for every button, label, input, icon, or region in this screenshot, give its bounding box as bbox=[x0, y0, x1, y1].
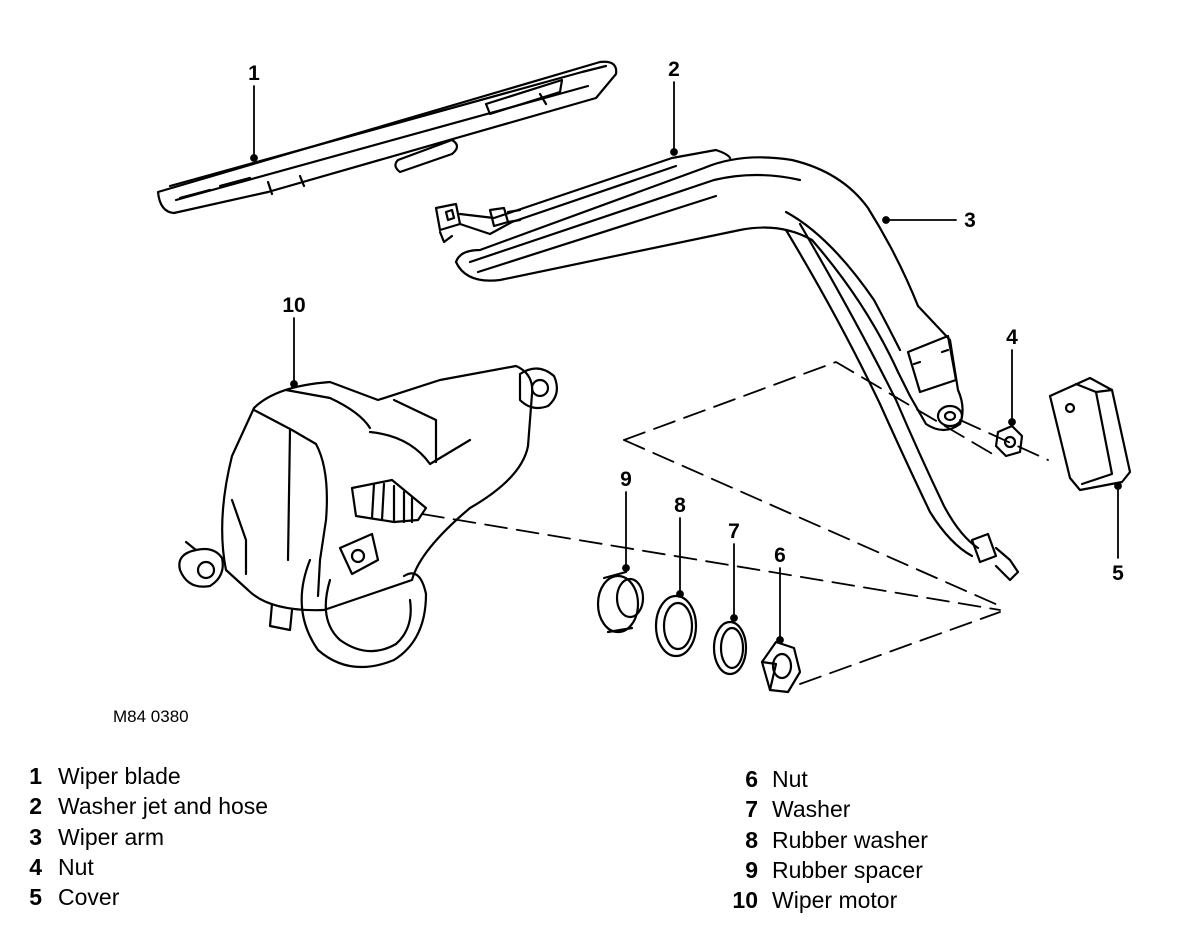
legend-left: 1 Wiper blade 2 Washer jet and hose 3 Wiper… bbox=[22, 761, 268, 912]
rubber-spacer-part bbox=[596, 570, 645, 634]
legend-item: 9 Rubber spacer bbox=[730, 855, 928, 885]
legend-number: 5 bbox=[29, 884, 42, 911]
legend-item: 3 Wiper arm bbox=[22, 822, 268, 852]
callout-5: 5 bbox=[1112, 562, 1124, 585]
legend-item: 6 Nut bbox=[730, 764, 928, 794]
legend-item: 10 Wiper motor bbox=[730, 885, 928, 915]
legend-right: 6 Nut 7 Washer 8 Rubber washer 9 Rubber spac… bbox=[730, 764, 928, 915]
legend-label: Wiper blade bbox=[58, 763, 181, 789]
legend-number: 1 bbox=[29, 763, 42, 789]
legend-number: 7 bbox=[745, 796, 758, 823]
legend-label: Wiper arm bbox=[58, 823, 165, 850]
cover-part bbox=[1048, 376, 1132, 492]
legend-label: Washer bbox=[772, 796, 851, 823]
legend-label: Nut bbox=[772, 766, 808, 792]
callout-7: 7 bbox=[728, 520, 740, 543]
legend-item: 4 Nut bbox=[22, 852, 268, 882]
callout-6: 6 bbox=[774, 544, 786, 567]
legend-number: 9 bbox=[745, 856, 758, 883]
figure-reference: M84 0380 bbox=[113, 707, 189, 726]
legend-label: Cover bbox=[58, 884, 120, 911]
washer-jet-part bbox=[434, 148, 732, 244]
legend-item: 8 Rubber washer bbox=[730, 825, 928, 855]
legend-label: Washer jet and hose bbox=[58, 793, 269, 820]
wiper-motor-part bbox=[178, 364, 559, 669]
legend-item: 1 Wiper blade bbox=[22, 761, 268, 791]
legend-item: 2 Washer jet and hose bbox=[22, 791, 268, 821]
legend-item: 5 Cover bbox=[22, 882, 268, 912]
callout-4: 4 bbox=[1006, 326, 1018, 349]
callout-8: 8 bbox=[674, 494, 686, 517]
legend-number: 4 bbox=[29, 853, 42, 880]
wiper-blade-part bbox=[156, 60, 618, 215]
legend-label: Wiper motor bbox=[772, 887, 898, 914]
callout-10: 10 bbox=[282, 294, 305, 317]
wiper-arm-part bbox=[454, 156, 1020, 582]
washer-7-part bbox=[712, 620, 748, 676]
callout-1: 1 bbox=[248, 62, 260, 85]
legend-number: 3 bbox=[29, 823, 42, 850]
callout-9: 9 bbox=[620, 468, 632, 491]
nut-6-part bbox=[760, 640, 802, 694]
legend-number: 8 bbox=[745, 826, 758, 853]
legend-number: 2 bbox=[29, 793, 42, 820]
legend-item: 7 Washer bbox=[730, 794, 928, 824]
nut-4-part bbox=[994, 424, 1024, 458]
callout-3: 3 bbox=[964, 209, 976, 232]
rubber-washer-part bbox=[654, 594, 698, 658]
assembly-lines bbox=[421, 361, 1049, 685]
legend-number: 10 bbox=[732, 887, 758, 914]
legend-label: Nut bbox=[58, 853, 94, 880]
legend-number: 6 bbox=[745, 766, 758, 792]
legend-label: Rubber washer bbox=[772, 826, 928, 853]
leader-lines bbox=[250, 81, 1122, 644]
legend-label: Rubber spacer bbox=[772, 856, 923, 883]
callout-2: 2 bbox=[668, 58, 680, 81]
